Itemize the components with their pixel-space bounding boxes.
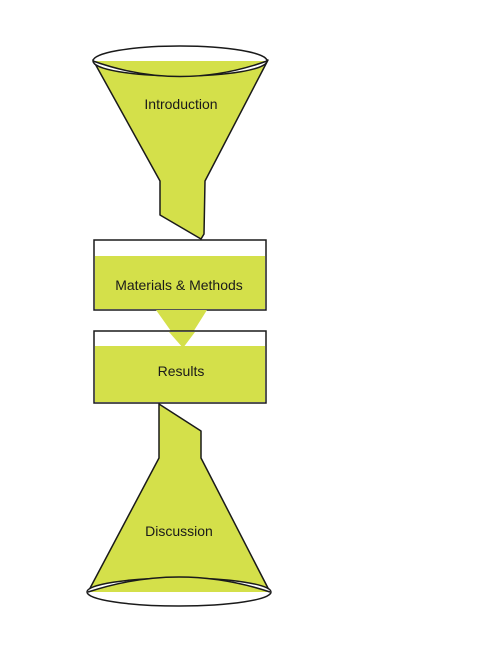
results-fill (95, 346, 265, 402)
discussion-funnel-body (87, 403, 271, 593)
introduction-label: Introduction (144, 96, 217, 112)
methods-results-connector (156, 310, 207, 348)
discussion-funnel-rim-back (87, 576, 271, 593)
materials-methods-fill (95, 256, 265, 309)
introduction-funnel-body (92, 59, 269, 240)
results-label: Results (158, 363, 205, 379)
results-connector-overlap (169, 332, 195, 348)
materials-methods-label: Materials & Methods (115, 277, 243, 293)
introduction-funnel: Introduction (92, 45, 269, 240)
introduction-funnel-rim-front (92, 60, 268, 78)
discussion-label: Discussion (145, 523, 213, 539)
results-box: Results (93, 330, 267, 404)
discussion-funnel: Discussion (86, 403, 272, 607)
materials-methods-box: Materials & Methods (93, 239, 267, 311)
